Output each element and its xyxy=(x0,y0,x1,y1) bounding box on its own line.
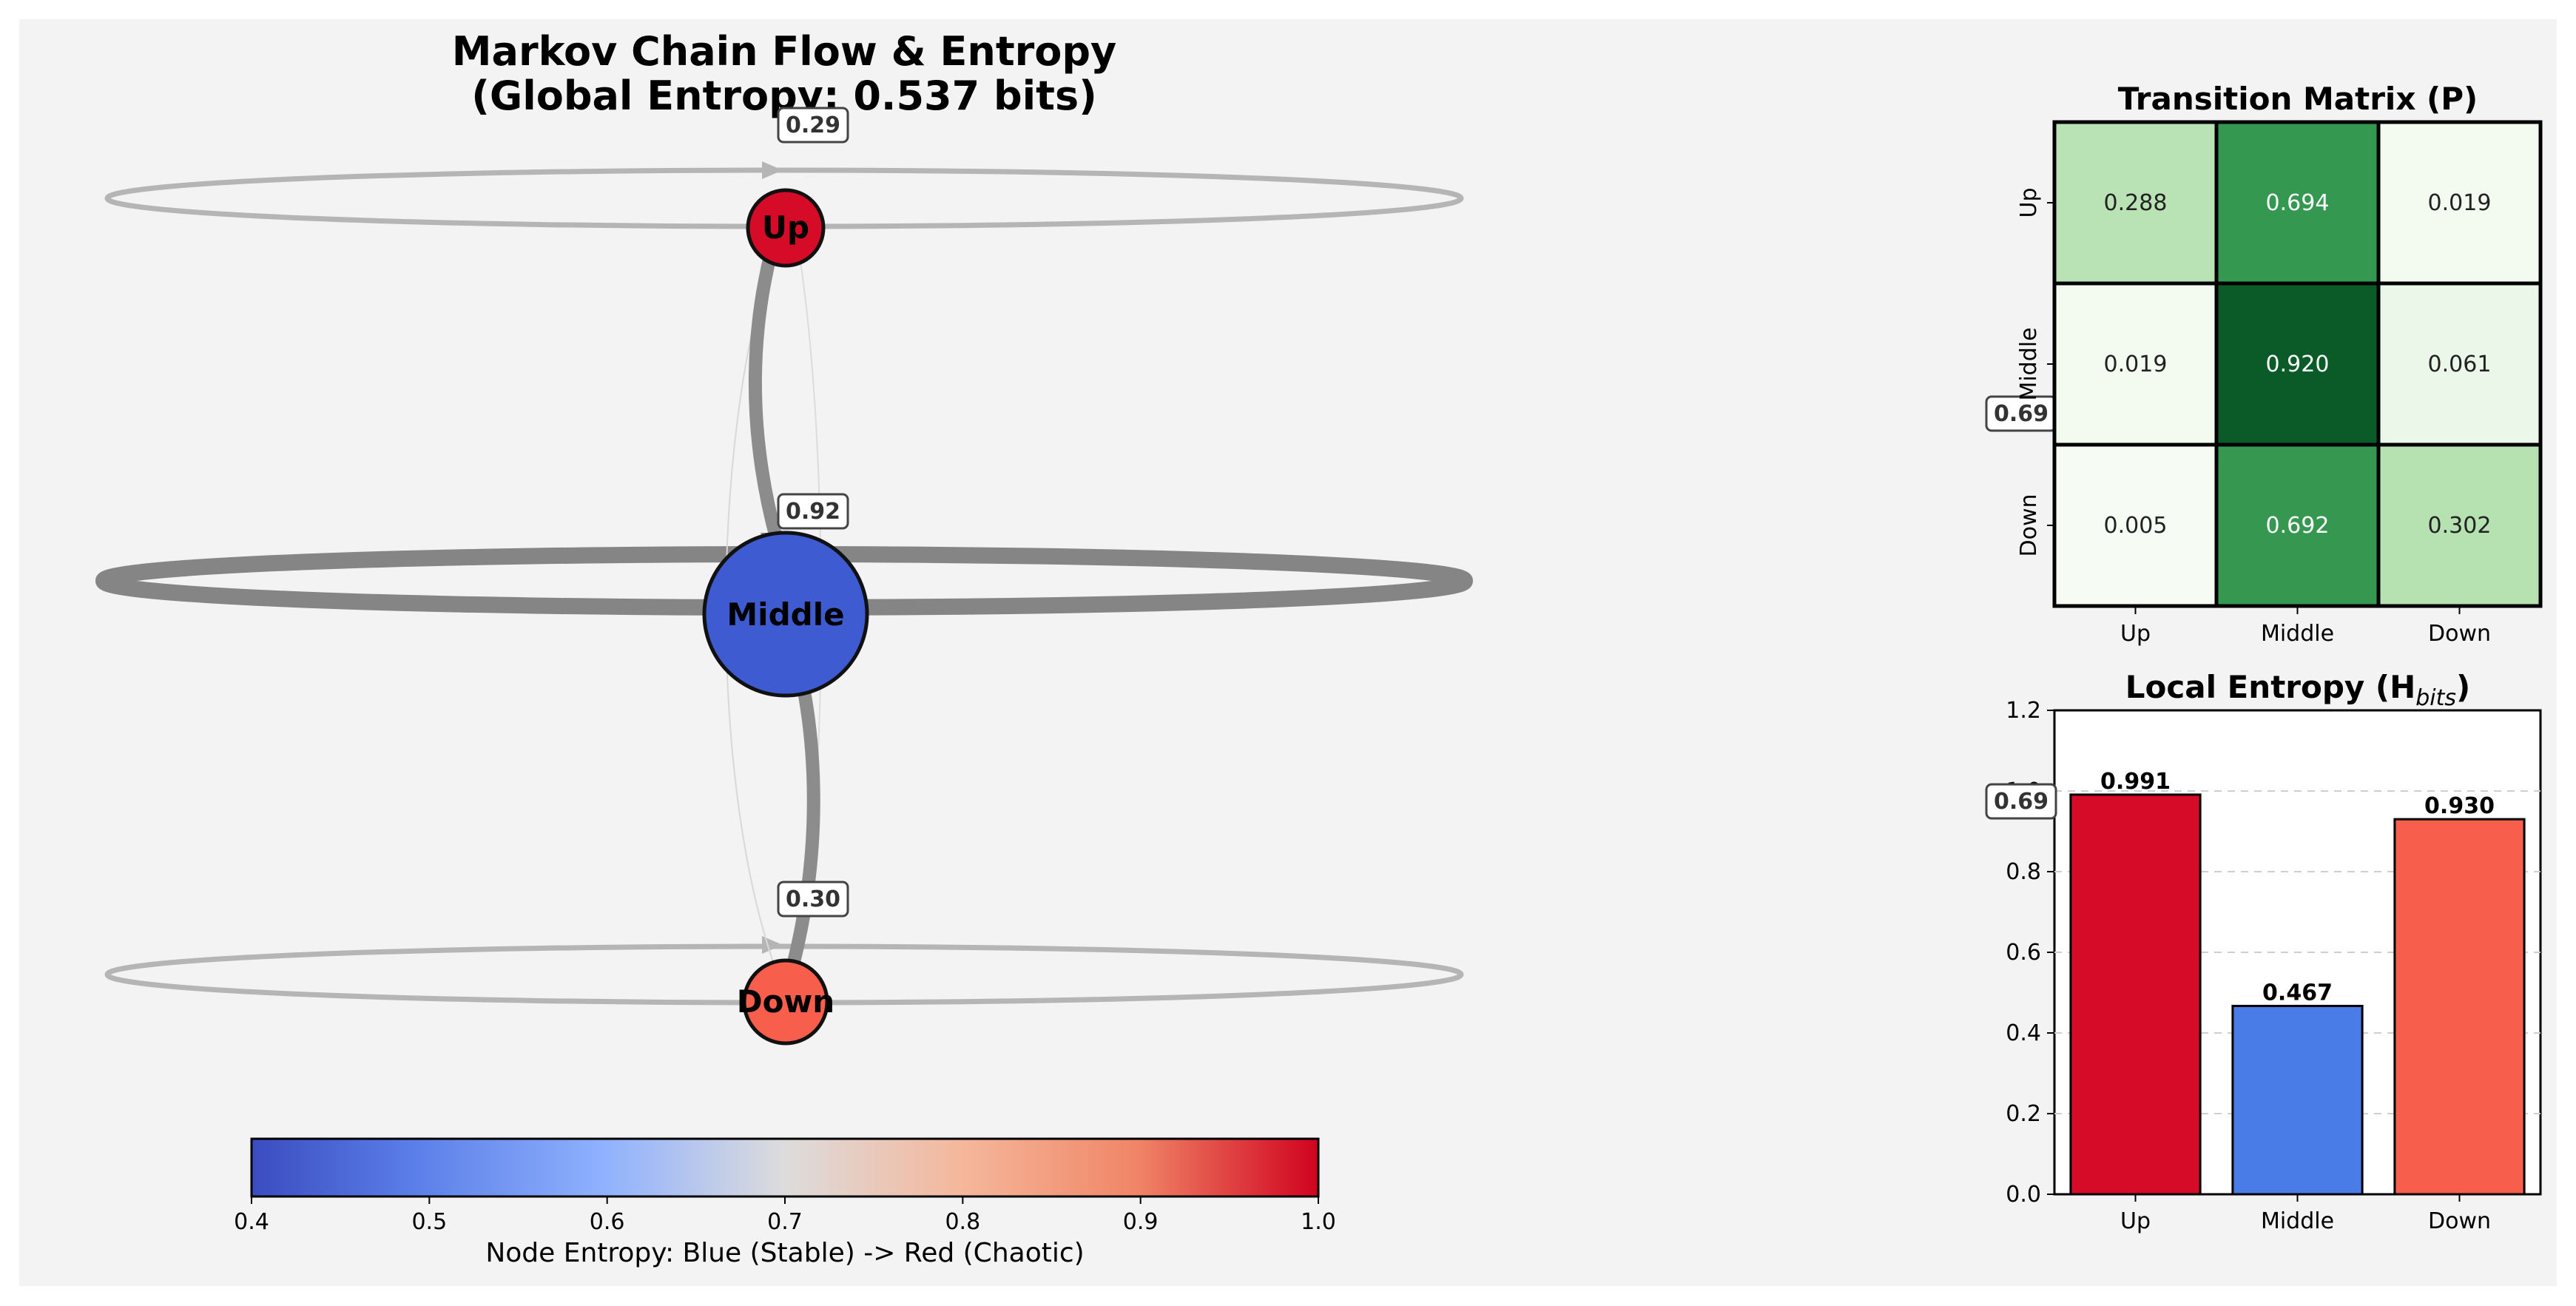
colorbar-ticks: 0.4 0.5 0.6 0.7 0.8 0.9 1.0 xyxy=(234,1196,1336,1235)
heatmap-cell xyxy=(2214,120,2381,286)
edge-label-down-self: 0.30 xyxy=(777,881,849,918)
heatmap-cell-label: 0.061 xyxy=(2428,351,2492,377)
colorbar: 0.4 0.5 0.6 0.7 0.8 0.9 1.0 Node Entropy: Blue… xyxy=(234,1137,1336,1268)
edge-label-middle-self: 0.92 xyxy=(777,493,849,530)
svg-text:0.29: 0.29 xyxy=(786,112,840,138)
heatmap-cell-label: 0.019 xyxy=(2104,351,2168,377)
heatmap-cell xyxy=(2376,281,2543,447)
heatmap-cell xyxy=(2214,281,2381,447)
edge-label-down-to-middle: 0.69 xyxy=(1985,783,2057,820)
heatmap-x-tick-label: Down xyxy=(2428,621,2491,647)
heatmap-y-tick-label: Up xyxy=(2016,187,2042,218)
colorbar-tick-label: 0.7 xyxy=(767,1209,803,1235)
bar-down xyxy=(2393,818,2526,1196)
svg-text:0.69: 0.69 xyxy=(1994,401,2049,427)
bar-chart-title: Local Entropy (Hbits) xyxy=(2125,669,2471,711)
colorbar-tick-label: 0.4 xyxy=(234,1209,269,1235)
bar-y-tick-label: 0.2 xyxy=(2006,1101,2041,1127)
svg-text:Middle: Middle xyxy=(726,596,844,633)
colorbar-label: Node Entropy: Blue (Stable) -> Red (Chao… xyxy=(485,1238,1084,1268)
heatmap-cell xyxy=(2214,442,2381,608)
heatmap-cell-label: 0.019 xyxy=(2428,190,2492,216)
bar-value-label: 0.930 xyxy=(2424,793,2495,819)
heatmap-x-tick-label: Up xyxy=(2120,621,2151,647)
bar-series: 0.991 0.467 0.930 xyxy=(2069,769,2526,1196)
node-down: Down xyxy=(737,958,834,1046)
bar-y-tick-label: 0.0 xyxy=(2006,1182,2041,1208)
heatmap-cell xyxy=(2376,120,2543,286)
bar-middle xyxy=(2231,1004,2364,1196)
bar-up xyxy=(2069,793,2202,1196)
colorbar-tick-label: 0.6 xyxy=(590,1209,625,1235)
heatmap-y-tick-label: Middle xyxy=(2016,327,2042,400)
heatmap-cell-label: 0.692 xyxy=(2266,513,2330,539)
heatmap-cell-label: 0.920 xyxy=(2266,351,2330,377)
heatmap-cell-label: 0.288 xyxy=(2104,190,2168,216)
svg-text:Down: Down xyxy=(737,983,834,1020)
svg-text:0.30: 0.30 xyxy=(786,886,840,912)
heatmap-y-tick-label: Down xyxy=(2016,494,2042,556)
heatmap-cell-label: 0.005 xyxy=(2104,513,2168,539)
svg-text:0.92: 0.92 xyxy=(786,499,840,525)
heatmap-title: Transition Matrix (P) xyxy=(2118,81,2478,117)
bar-x-tick-label: Up xyxy=(2120,1208,2151,1234)
heatmap-x-tick-label: Middle xyxy=(2261,621,2334,647)
bar-value-label: 0.991 xyxy=(2100,769,2171,795)
heatmap-cell xyxy=(2376,442,2543,608)
edge-label-up-to-middle: 0.69 xyxy=(1985,395,2057,432)
heatmap-cell-label: 0.694 xyxy=(2266,190,2330,216)
colorbar-tick-label: 1.0 xyxy=(1301,1209,1336,1235)
bar-x-tick-label: Down xyxy=(2428,1208,2491,1234)
bar-x-ticks: Up Middle Down xyxy=(2120,1194,2491,1234)
bar-y-tick-label: 0.6 xyxy=(2006,940,2041,966)
heatmap-cell-label: 0.302 xyxy=(2428,513,2492,539)
svg-text:0.69: 0.69 xyxy=(1994,789,2049,815)
bar-value-label: 0.467 xyxy=(2262,980,2333,1006)
bar-y-tick-label: 0.4 xyxy=(2006,1020,2041,1046)
colorbar-tick-label: 0.9 xyxy=(1123,1209,1159,1235)
heatmap-cell xyxy=(2052,281,2219,447)
edge-label-up-self: 0.29 xyxy=(777,107,849,144)
colorbar-gradient xyxy=(250,1137,1320,1198)
heatmap-cells: 0.288 0.694 0.019 0.019 0.920 0.061 0.005 0.692… xyxy=(2052,120,2543,608)
bar-x-tick-label: Middle xyxy=(2261,1208,2334,1234)
colorbar-tick-label: 0.5 xyxy=(411,1209,447,1235)
transition-matrix-heatmap: Transition Matrix (P) 0.288 0.694 0.019 0.0… xyxy=(2016,81,2543,647)
markov-network-panel: Markov Chain Flow & Entropy (Global Entr… xyxy=(95,28,2057,1268)
local-entropy-bar-chart: Local Entropy (Hbits) 0.00.20.40.60.81.0… xyxy=(1985,669,2542,1234)
bar-y-tick-label: 1.2 xyxy=(2006,698,2041,724)
network-title-line1: Markov Chain Flow & Entropy xyxy=(452,28,1116,75)
svg-text:Up: Up xyxy=(762,209,809,246)
node-up: Up xyxy=(746,188,826,268)
node-middle: Middle xyxy=(702,531,869,698)
bar-y-tick-label: 0.8 xyxy=(2006,859,2041,885)
colorbar-tick-label: 0.8 xyxy=(945,1209,980,1235)
